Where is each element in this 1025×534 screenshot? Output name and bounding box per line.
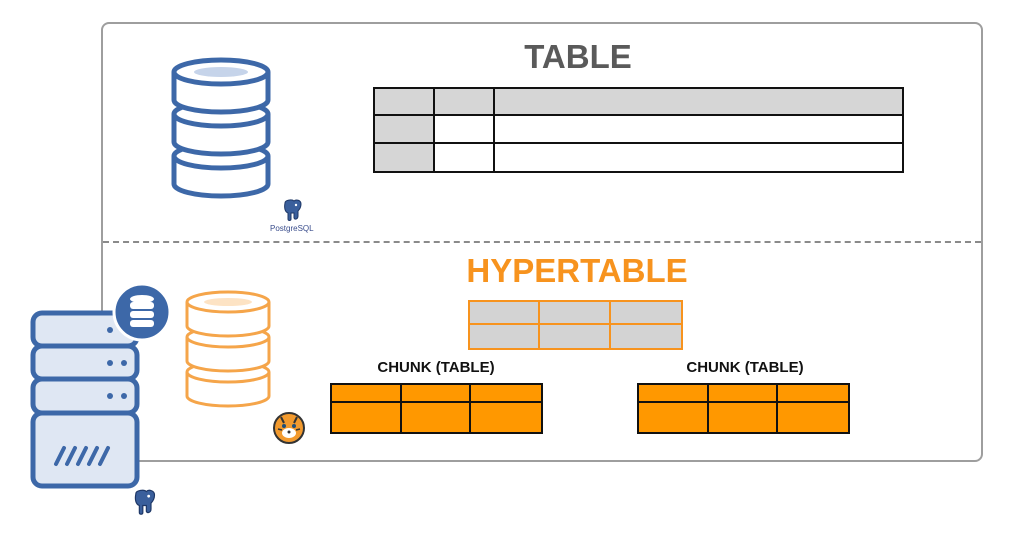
chunk-label: CHUNK (TABLE) xyxy=(686,359,804,376)
hypertable-cell xyxy=(470,302,541,325)
chunk-cell xyxy=(778,385,848,403)
table-cell xyxy=(495,143,902,171)
chunk-cell xyxy=(778,403,848,432)
chunk-grid xyxy=(330,383,543,434)
chunk-cell xyxy=(402,403,472,432)
table-title: TABLE xyxy=(524,38,632,75)
table-grid xyxy=(373,87,904,173)
postgresql-elephant-icon xyxy=(284,199,302,221)
postgres-caption: PostgreSQL xyxy=(270,224,314,233)
chunk-cell xyxy=(709,403,779,432)
section-divider xyxy=(103,241,981,243)
postgresql-elephant-icon xyxy=(134,489,156,515)
hypertable-cell xyxy=(540,325,611,348)
chunk-cell xyxy=(332,385,402,403)
hypertable-title: HYPERTABLE xyxy=(466,252,688,289)
chunk-cell xyxy=(471,385,541,403)
table-cell xyxy=(495,89,902,117)
chunk-label: CHUNK (TABLE) xyxy=(377,359,495,376)
hypertable-cell xyxy=(610,302,681,325)
database-icon xyxy=(185,290,271,408)
table-cell xyxy=(375,143,435,171)
table-cell xyxy=(435,143,495,171)
chunk-cell xyxy=(401,385,472,403)
database-icon xyxy=(171,57,271,199)
table-cell xyxy=(435,89,495,117)
chunk-cell xyxy=(708,385,779,403)
table-cell xyxy=(495,116,902,144)
hypertable-cell xyxy=(540,302,611,325)
chunk-cell xyxy=(471,403,541,432)
table-cell xyxy=(375,116,435,144)
chunk-cell xyxy=(639,385,709,403)
server-icon xyxy=(30,282,172,489)
database-badge-icon xyxy=(112,282,172,342)
table-cell xyxy=(435,116,495,144)
timescaledb-tiger-icon xyxy=(273,412,305,444)
chunk-cell xyxy=(332,403,402,432)
chunk-cell xyxy=(639,403,709,432)
hypertable-cell xyxy=(611,325,681,348)
chunk-grid xyxy=(637,383,850,434)
hypertable-cell xyxy=(470,325,541,348)
hypertable-grid xyxy=(468,300,683,350)
table-cell xyxy=(375,89,435,117)
